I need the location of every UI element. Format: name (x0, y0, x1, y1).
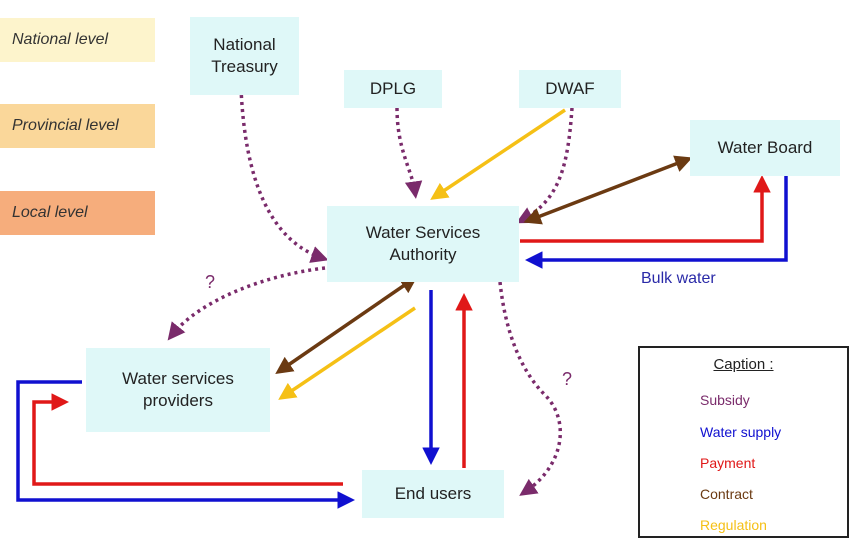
legend-label-payment: Payment (700, 455, 756, 471)
contract-wsa-water-board (523, 155, 693, 225)
node-dwaf: DWAF (519, 70, 621, 108)
label-question-mark-left: ? (205, 272, 216, 292)
legend-box: Caption : Subsidy Water supply Payment C… (638, 346, 849, 538)
legend-label-subsidy: Subsidy (700, 392, 750, 408)
level-local: Local level (0, 191, 155, 235)
subsidy-dwaf-to-wsa (515, 107, 574, 224)
subsidy-dplg-to-wsa (395, 107, 423, 199)
label-bulk-water: Bulk water (641, 270, 716, 287)
supply-water-board-to-wsa (525, 176, 788, 269)
level-provincial: Provincial level (0, 104, 155, 148)
legend-label-contract: Contract (700, 486, 753, 502)
subsidy-wsa-to-end-users (498, 281, 563, 496)
legend-title: Caption : (713, 356, 774, 373)
payment-end-users-to-wsp (32, 393, 343, 486)
supply-wsp-to-end-users (16, 380, 355, 509)
legend-label-water-supply: Water supply (700, 424, 782, 440)
level-national: National level (0, 18, 155, 62)
node-water-services-providers: Water services providers (86, 348, 270, 432)
node-national-treasury: National Treasury (190, 17, 299, 95)
subsidy-treasury-to-wsa (239, 87, 329, 263)
node-end-users: End users (362, 470, 504, 518)
node-water-services-authority: Water Services Authority (327, 206, 519, 282)
legend-label-regulation: Regulation (700, 517, 767, 533)
label-question-mark-right: ? (562, 369, 573, 389)
subsidy-wsa-to-wsp (167, 266, 326, 341)
level-label: Provincial level (12, 117, 119, 134)
node-water-board: Water Board (690, 120, 840, 176)
level-label: National level (12, 31, 109, 48)
node-dplg: DPLG (344, 70, 442, 108)
level-label: Local level (12, 204, 88, 221)
payment-wsa-to-water-board (520, 175, 771, 243)
contract-wsa-wsp (275, 276, 418, 374)
regulation-dwaf-to-wsa (430, 108, 566, 200)
